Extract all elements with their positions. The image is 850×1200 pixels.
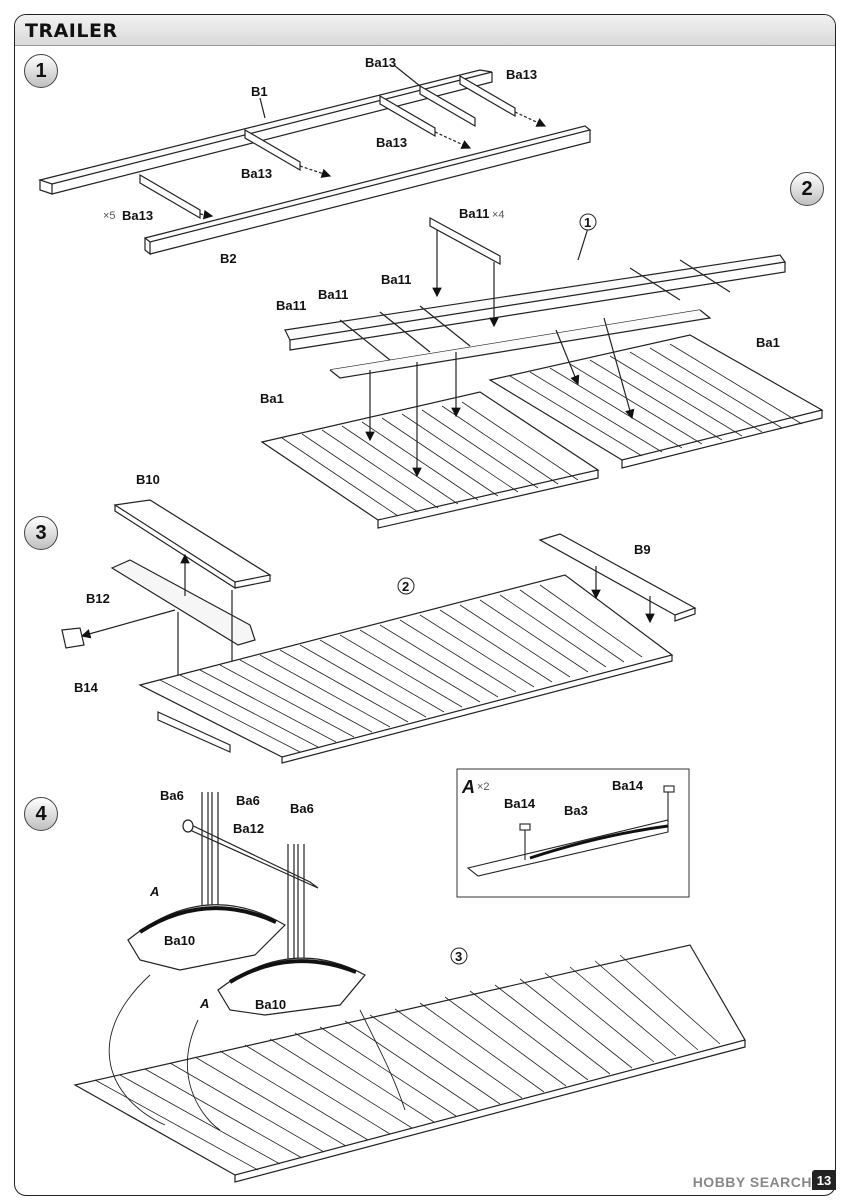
inset-label-ba3: Ba3 bbox=[564, 803, 588, 818]
label-ba6-left: Ba6 bbox=[160, 788, 184, 803]
label-b9: B9 bbox=[634, 542, 651, 557]
page-title: TRAILER bbox=[25, 20, 118, 42]
inset-multiplier-x2: ×2 bbox=[477, 781, 490, 793]
label-a-lower: A bbox=[199, 996, 209, 1011]
label-ba13-left: Ba13 bbox=[241, 166, 272, 181]
multiplier-x5: ×5 bbox=[103, 210, 116, 222]
label-ba10-right: Ba10 bbox=[255, 997, 286, 1012]
step-2-badge: 2 bbox=[790, 172, 824, 206]
label-ba1-left: Ba1 bbox=[260, 391, 284, 406]
step-4-drawing bbox=[73, 792, 746, 1183]
step-1-drawing bbox=[37, 65, 592, 256]
step-4-badge: 4 bbox=[24, 797, 58, 831]
callout-step-1: 1 bbox=[584, 215, 591, 230]
step-2-drawing bbox=[260, 216, 824, 529]
label-b10: B10 bbox=[136, 472, 160, 487]
multiplier-x4: ×4 bbox=[492, 209, 505, 221]
label-ba12: Ba12 bbox=[233, 821, 264, 836]
label-ba11-a: Ba11 bbox=[276, 298, 306, 313]
label-ba11-b: Ba11 bbox=[318, 287, 348, 302]
step-1-badge: 1 bbox=[24, 54, 58, 88]
callout-step-3: 3 bbox=[455, 949, 462, 964]
label-b2: B2 bbox=[220, 251, 237, 266]
label-ba11-c: Ba11 bbox=[381, 272, 411, 287]
header-bar: TRAILER bbox=[15, 15, 835, 46]
callout-step-3-circle bbox=[450, 947, 468, 965]
callout-step-2: 2 bbox=[402, 579, 409, 594]
label-a-upper: A bbox=[149, 884, 159, 899]
label-b12: B12 bbox=[86, 591, 110, 606]
page-number: 13 bbox=[812, 1170, 836, 1190]
hobby-search-logo-icon: HOBBY SEARCH bbox=[692, 1174, 812, 1190]
label-ba6-mid: Ba6 bbox=[236, 793, 260, 808]
label-ba10-left: Ba10 bbox=[164, 933, 195, 948]
label-ba13-bottom: Ba13 bbox=[122, 208, 153, 223]
instruction-page: TRAILER bbox=[14, 14, 836, 1196]
label-b14: B14 bbox=[74, 680, 99, 695]
label-ba6-right: Ba6 bbox=[290, 801, 314, 816]
label-ba11-top: Ba11 bbox=[459, 206, 489, 221]
inset-label-ba14-left: Ba14 bbox=[504, 796, 536, 811]
inset-a-title: A bbox=[461, 777, 475, 797]
label-b1: B1 bbox=[251, 84, 268, 99]
label-ba13-top: Ba13 bbox=[365, 55, 396, 70]
label-ba13-mid: Ba13 bbox=[376, 135, 407, 150]
callout-step-1-circle bbox=[579, 213, 597, 231]
step-3-drawing bbox=[61, 499, 697, 764]
inset-label-ba14-right: Ba14 bbox=[612, 778, 644, 793]
callout-step-2-circle bbox=[397, 577, 415, 595]
step-3-badge: 3 bbox=[24, 516, 58, 550]
label-ba1-right: Ba1 bbox=[756, 335, 780, 350]
inset-a-drawing bbox=[466, 785, 675, 877]
label-ba13-right: Ba13 bbox=[506, 67, 537, 82]
